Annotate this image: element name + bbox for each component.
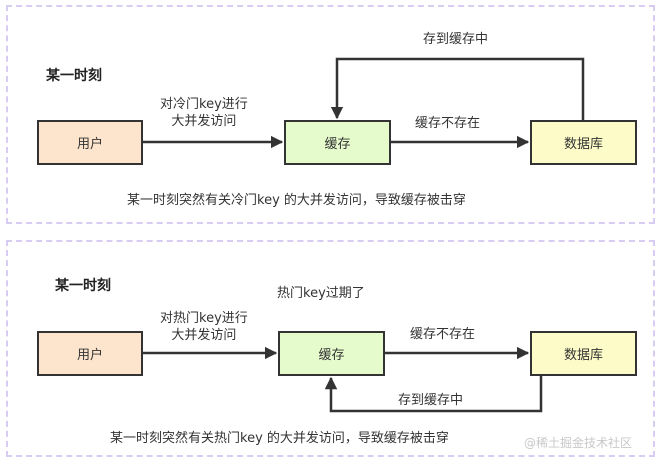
panel2-title: 某一时刻 xyxy=(55,278,111,294)
node-label: 数据库 xyxy=(563,137,603,152)
panel2-note: 热门key过期了 xyxy=(277,286,365,301)
panel1-node-user: 用户 xyxy=(37,120,143,165)
panel-cold-key xyxy=(6,5,655,224)
panel2-edge-db-cache-label: 存到缓存中 xyxy=(398,393,464,408)
edge-label-line2: 大并发访问 xyxy=(171,114,237,129)
panel2-arrow-db-to-cache xyxy=(324,376,543,413)
panel1-edge-cache-db-label: 缓存不存在 xyxy=(415,116,481,131)
node-label: 数据库 xyxy=(563,348,603,363)
panel1-title: 某一时刻 xyxy=(46,68,102,84)
node-label: 用户 xyxy=(76,137,103,152)
panel2-node-cache: 缓存 xyxy=(278,331,385,376)
panel2-node-database: 数据库 xyxy=(530,331,637,376)
panel1-arrow-db-to-cache xyxy=(330,57,585,120)
panel2-edge-user-cache-label: 对热门key进行 大并发访问 xyxy=(160,310,248,344)
panel2-edge-cache-db-label: 缓存不存在 xyxy=(410,327,476,342)
edge-label-line1: 对热门key进行 xyxy=(160,311,248,326)
panel2-caption: 某一时刻突然有关热门key 的大并发访问，导致缓存被击穿 xyxy=(110,431,449,446)
node-label: 用户 xyxy=(76,348,103,363)
edge-label-line2: 大并发访问 xyxy=(171,328,237,343)
panel1-caption: 某一时刻突然有关冷门key 的大并发访问，导致缓存被击穿 xyxy=(127,193,466,208)
panel1-node-database: 数据库 xyxy=(530,120,637,165)
panel-hot-key xyxy=(6,240,655,457)
node-label: 缓存 xyxy=(318,348,345,363)
node-label: 缓存 xyxy=(324,137,351,152)
panel1-edge-user-cache-label: 对冷门key进行 大并发访问 xyxy=(160,96,248,130)
panel2-node-user: 用户 xyxy=(37,331,143,376)
watermark: @稀土掘金技术社区 xyxy=(524,436,633,450)
panel1-node-cache: 缓存 xyxy=(284,120,391,165)
edge-label-line1: 对冷门key进行 xyxy=(160,97,248,112)
panel1-edge-db-cache-label: 存到缓存中 xyxy=(423,32,489,47)
